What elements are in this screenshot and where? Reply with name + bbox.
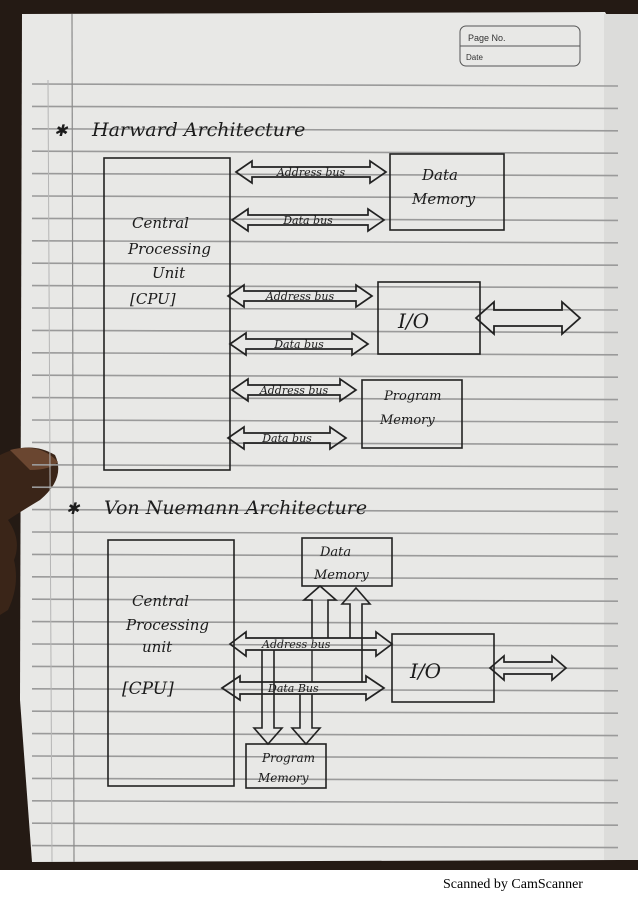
ruled-line — [31, 575, 619, 580]
von-io-label: I/O — [409, 659, 441, 683]
von-address-bus-label: Address bus — [261, 638, 331, 651]
ruled-line — [31, 217, 619, 222]
scanner-watermark: Scanned by CamScanner — [443, 877, 583, 892]
von-io-external-arrow — [488, 654, 568, 682]
harvard-data-memory-box — [389, 153, 505, 231]
ruled-line — [31, 598, 619, 603]
thumb — [0, 447, 59, 615]
harvard-io-label: I/O — [397, 309, 429, 333]
ruled-line — [31, 463, 619, 468]
ruled-line — [31, 777, 619, 782]
date-label: Date — [466, 53, 483, 62]
von-data-memory-line-1: Data — [319, 545, 351, 560]
ruled-line — [31, 396, 619, 401]
ruled-line — [31, 329, 619, 334]
ruled-line — [31, 844, 619, 849]
ruled-line — [31, 799, 619, 804]
harvard-data-memory-line-1: Data — [421, 166, 458, 184]
von-io-box — [391, 633, 495, 703]
harvard-bus-arrow-1 — [234, 159, 388, 185]
von-up-arrow-1 — [301, 584, 339, 638]
ruled-line — [31, 262, 619, 267]
harvard-bus-arrow-4 — [228, 331, 370, 357]
harvard-cpu-line-1: Central — [132, 214, 189, 232]
ruled-line — [31, 486, 619, 491]
von-up-arrow-2 — [340, 586, 372, 682]
von-data-bus-arrow — [220, 674, 386, 702]
von-title: Von Nuemann Architecture — [104, 497, 367, 519]
von-cpu-line-4: [CPU] — [122, 679, 174, 699]
bullet-star: ✱ — [54, 121, 69, 140]
margin-line — [71, 13, 75, 863]
harvard-bus-label-2: Data bus — [282, 214, 333, 227]
ruled-line — [31, 620, 619, 625]
harvard-io-box — [377, 281, 481, 355]
von-cpu-line-3: unit — [142, 638, 173, 656]
harvard-section: ✱ Harward Architecture Central Processin… — [54, 119, 582, 471]
harvard-bus-label-5: Address bus — [259, 384, 329, 397]
ruled-line — [31, 643, 619, 647]
harvard-title: Harward Architecture — [91, 119, 305, 141]
margin-line-2 — [47, 79, 53, 863]
von-data-memory-line-2: Memory — [313, 568, 369, 583]
harvard-cpu-box — [103, 157, 231, 471]
notebook-page — [20, 12, 622, 862]
ruled-line — [31, 687, 619, 692]
von-section: ✱ Von Nuemann Architecture Central Proce… — [66, 497, 568, 789]
next-page-edge — [604, 14, 638, 860]
harvard-bus-label-1: Address bus — [276, 166, 346, 179]
harvard-cpu-line-4: [CPU] — [130, 290, 176, 308]
harvard-bus-label-3: Address bus — [265, 290, 335, 303]
page-no-label: Page No. — [468, 33, 506, 43]
ruled-line — [31, 531, 619, 535]
ruled-line — [31, 284, 619, 289]
von-cpu-line-2: Processing — [125, 616, 209, 634]
page-header-box: Page No. Date — [459, 25, 581, 67]
ruled-line — [31, 172, 619, 177]
ruled-line — [31, 351, 619, 356]
ruled-lines — [31, 83, 619, 849]
von-down-arrow-1 — [252, 650, 284, 746]
harvard-data-memory-line-2: Memory — [411, 190, 476, 208]
ruled-line — [31, 508, 619, 513]
von-address-bus-arrow — [228, 630, 394, 658]
ruled-line — [31, 710, 619, 715]
harvard-program-memory-box — [361, 379, 463, 449]
bullet-star-2: ✱ — [66, 499, 81, 518]
ruled-line — [31, 374, 619, 379]
harvard-bus-label-4: Data bus — [273, 338, 324, 351]
von-cpu-line-1: Central — [132, 592, 189, 610]
ruled-line — [31, 665, 619, 670]
harvard-cpu-line-3: Unit — [152, 264, 186, 282]
ruled-line — [31, 553, 619, 558]
ruled-line — [31, 128, 619, 132]
harvard-io-external-arrow — [474, 299, 582, 337]
von-program-memory-line-2: Memory — [257, 771, 309, 785]
von-data-memory-box — [301, 537, 393, 587]
ruled-line — [31, 240, 619, 244]
ruled-line — [31, 195, 619, 199]
ruled-line — [31, 732, 619, 737]
von-down-arrow-2 — [290, 694, 322, 746]
von-data-bus-label: Data Bus — [267, 682, 319, 695]
von-cpu-box — [107, 539, 235, 787]
harvard-program-memory-line-1: Program — [383, 389, 441, 404]
harvard-bus-arrow-2 — [230, 207, 386, 233]
ruled-line — [31, 83, 619, 87]
von-program-memory-line-1: Program — [261, 751, 315, 765]
ruled-line — [31, 822, 619, 827]
harvard-cpu-line-2: Processing — [127, 240, 211, 258]
ruled-line — [31, 419, 619, 423]
harvard-bus-arrow-3 — [226, 283, 374, 309]
ruled-line — [31, 755, 619, 759]
harvard-bus-arrow-5 — [230, 377, 358, 403]
harvard-program-memory-line-2: Memory — [379, 413, 435, 428]
harvard-bus-label-6: Data bus — [261, 432, 312, 445]
harvard-bus-arrow-6 — [226, 425, 348, 451]
ruled-line — [31, 105, 619, 110]
ruled-line — [31, 150, 619, 154]
von-program-memory-box — [245, 743, 327, 789]
